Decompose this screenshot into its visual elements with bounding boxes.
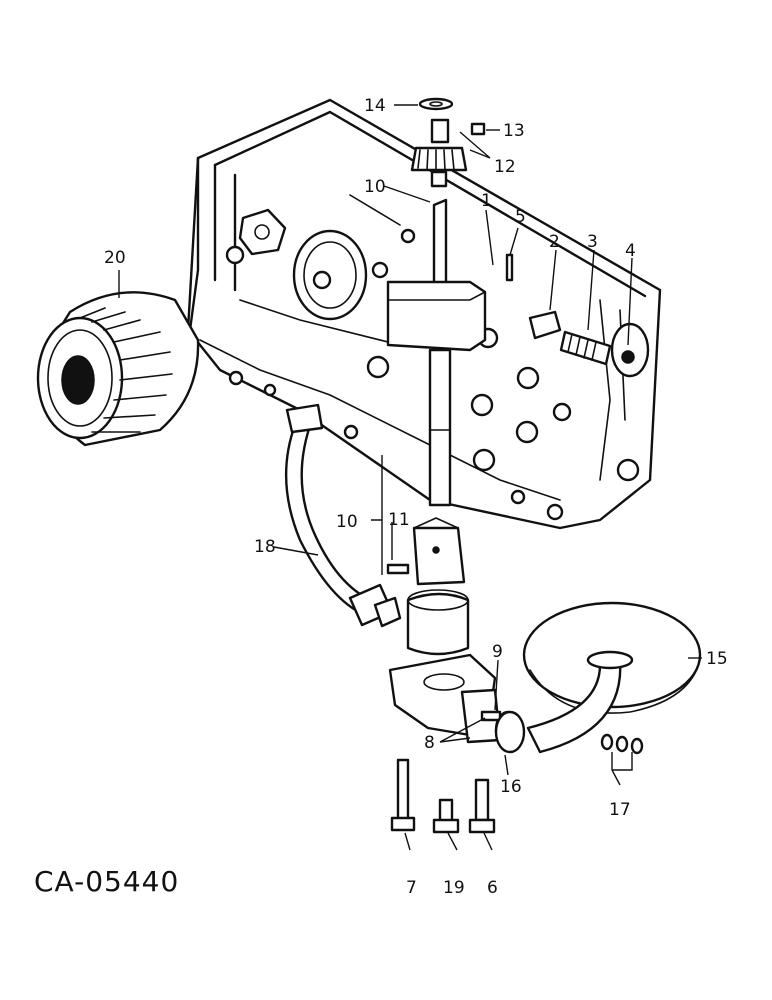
oil-pipe bbox=[284, 403, 402, 628]
leader-lines bbox=[118, 104, 702, 851]
oil-filter bbox=[36, 291, 200, 447]
callouts: 1 2 3 4 5 6 7 8 9 10 10 11 12 13 14 15 1… bbox=[104, 96, 728, 898]
callout-2: 2 bbox=[549, 232, 560, 252]
callout-20: 20 bbox=[104, 248, 126, 268]
callout-13: 13 bbox=[503, 121, 525, 141]
callout-9: 9 bbox=[492, 642, 503, 662]
callout-19: 19 bbox=[443, 878, 465, 898]
callout-7: 7 bbox=[406, 878, 417, 898]
oil-strainer bbox=[522, 601, 702, 754]
callout-12: 12 bbox=[494, 157, 516, 177]
callout-17: 17 bbox=[609, 800, 631, 820]
callout-8: 8 bbox=[424, 733, 435, 753]
callout-5: 5 bbox=[515, 207, 526, 227]
callout-10-upper: 10 bbox=[364, 177, 386, 197]
callout-6: 6 bbox=[487, 878, 498, 898]
small-rings bbox=[494, 710, 644, 755]
callout-14: 14 bbox=[364, 96, 386, 116]
callout-3: 3 bbox=[587, 232, 598, 252]
drawing-code: CA-05440 bbox=[34, 865, 179, 898]
callout-10-lower: 10 bbox=[336, 512, 358, 532]
callout-16: 16 bbox=[500, 777, 522, 797]
relief-valve-parts bbox=[505, 253, 612, 366]
callout-4: 4 bbox=[625, 241, 636, 261]
callout-15: 15 bbox=[706, 649, 728, 669]
engine-housing bbox=[186, 98, 662, 530]
callout-1: 1 bbox=[481, 191, 492, 211]
callout-18: 18 bbox=[254, 537, 276, 557]
callout-11: 11 bbox=[388, 510, 410, 530]
